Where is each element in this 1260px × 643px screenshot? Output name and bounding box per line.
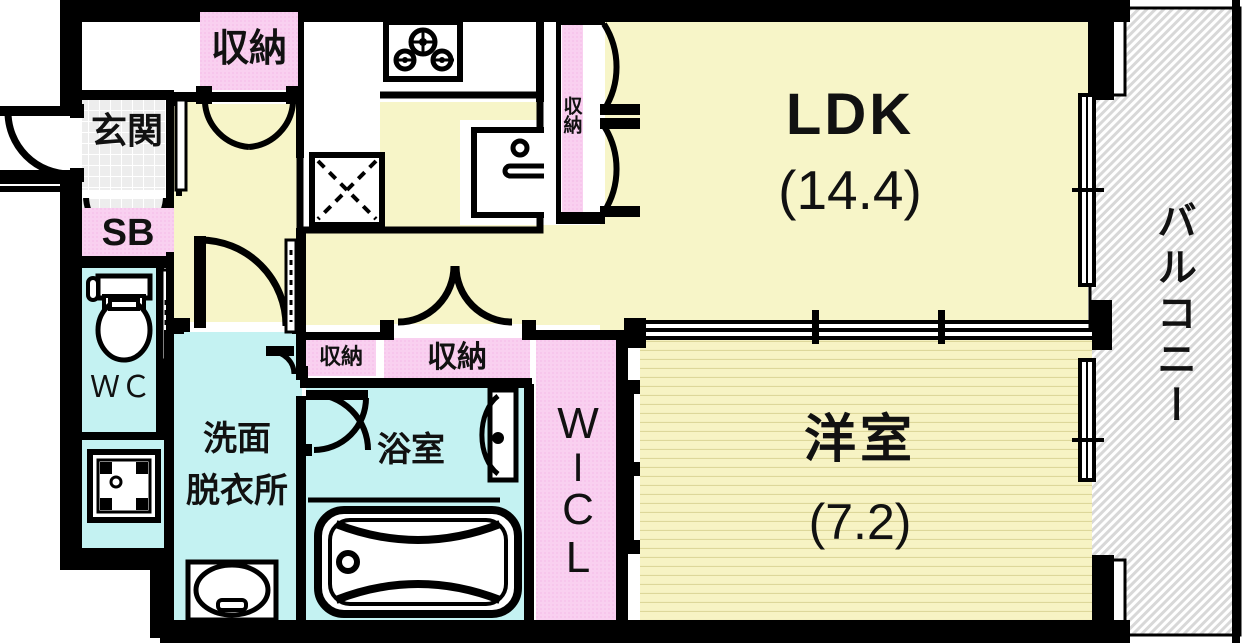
- corridor-left-window: [174, 98, 188, 192]
- storage-center-area: [380, 265, 536, 378]
- youshitsu-area: [624, 310, 1104, 620]
- refrigerator-slot-icon: [309, 152, 385, 228]
- wic-area: [530, 330, 640, 622]
- kitchen-sink-icon: [471, 127, 556, 218]
- yokushitsu-area: [298, 378, 534, 622]
- storage-top-left-area: [196, 12, 302, 150]
- storage-kitchen-area: [544, 16, 640, 224]
- senmen-datsuijo-area: [164, 236, 306, 623]
- storage-small-left-area: [266, 332, 380, 378]
- corridor-walls: [166, 92, 306, 334]
- toilet-icon: [86, 273, 153, 363]
- sb-area: [82, 208, 174, 266]
- wc-area: [82, 260, 172, 440]
- bathtub-icon: [314, 506, 522, 618]
- washing-machine-icon: [82, 440, 164, 548]
- exterior-walls: [0, 0, 1130, 643]
- bath-mirror-icon: [479, 387, 519, 483]
- wash-basin-icon: [185, 559, 279, 623]
- gas-stove-icon: [383, 19, 463, 82]
- ldk-balcony-window: [1072, 93, 1104, 287]
